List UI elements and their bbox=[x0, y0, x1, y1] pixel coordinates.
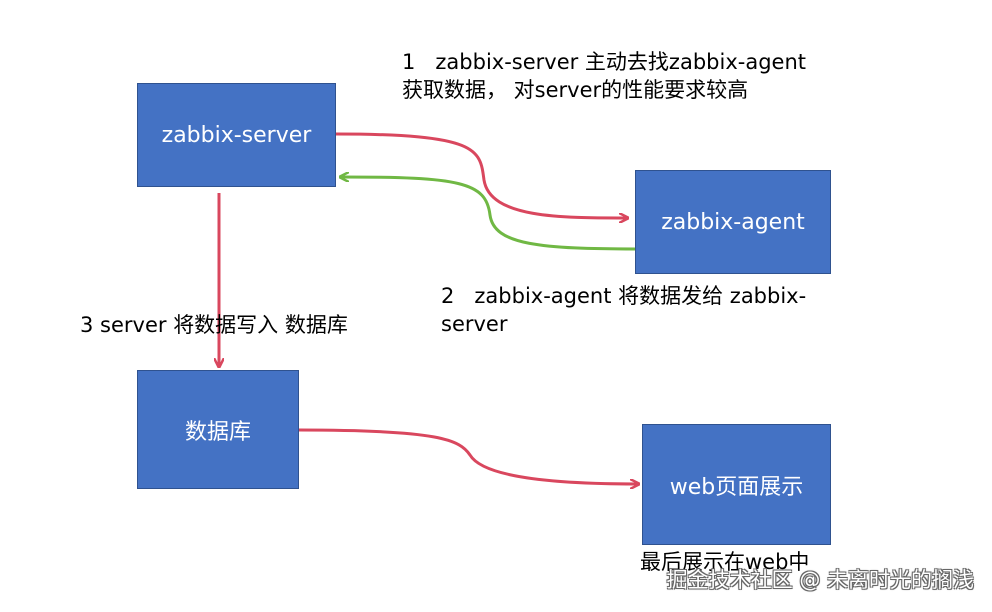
step1-note: 1 zabbix-server 主动去找zabbix-agent获取数据， 对s… bbox=[402, 50, 806, 102]
arrow-db-to-web bbox=[298, 428, 638, 484]
web-display-node: web页面展示 bbox=[642, 424, 831, 545]
step3-note: 3 server 将数据写入 数据库 bbox=[80, 313, 348, 337]
step2-note: 2 zabbix-agent 将数据发给 zabbix-server bbox=[441, 284, 807, 336]
zabbix-server-label: zabbix-server bbox=[161, 122, 312, 148]
database-label: 数据库 bbox=[184, 419, 251, 445]
database-node: 数据库 bbox=[137, 370, 299, 489]
arrow-server-to-agent bbox=[335, 132, 627, 218]
arrow-agent-to-server bbox=[341, 177, 641, 251]
web-note: 最后展示在web中 bbox=[640, 550, 810, 574]
zabbix-agent-node: zabbix-agent bbox=[635, 170, 831, 274]
web-display-label: web页面展示 bbox=[669, 474, 804, 500]
zabbix-server-node: zabbix-server bbox=[137, 83, 336, 187]
zabbix-agent-label: zabbix-agent bbox=[661, 209, 805, 235]
watermark-text: 掘金技术社区 @ 未离时光的搁浅 bbox=[666, 568, 974, 592]
